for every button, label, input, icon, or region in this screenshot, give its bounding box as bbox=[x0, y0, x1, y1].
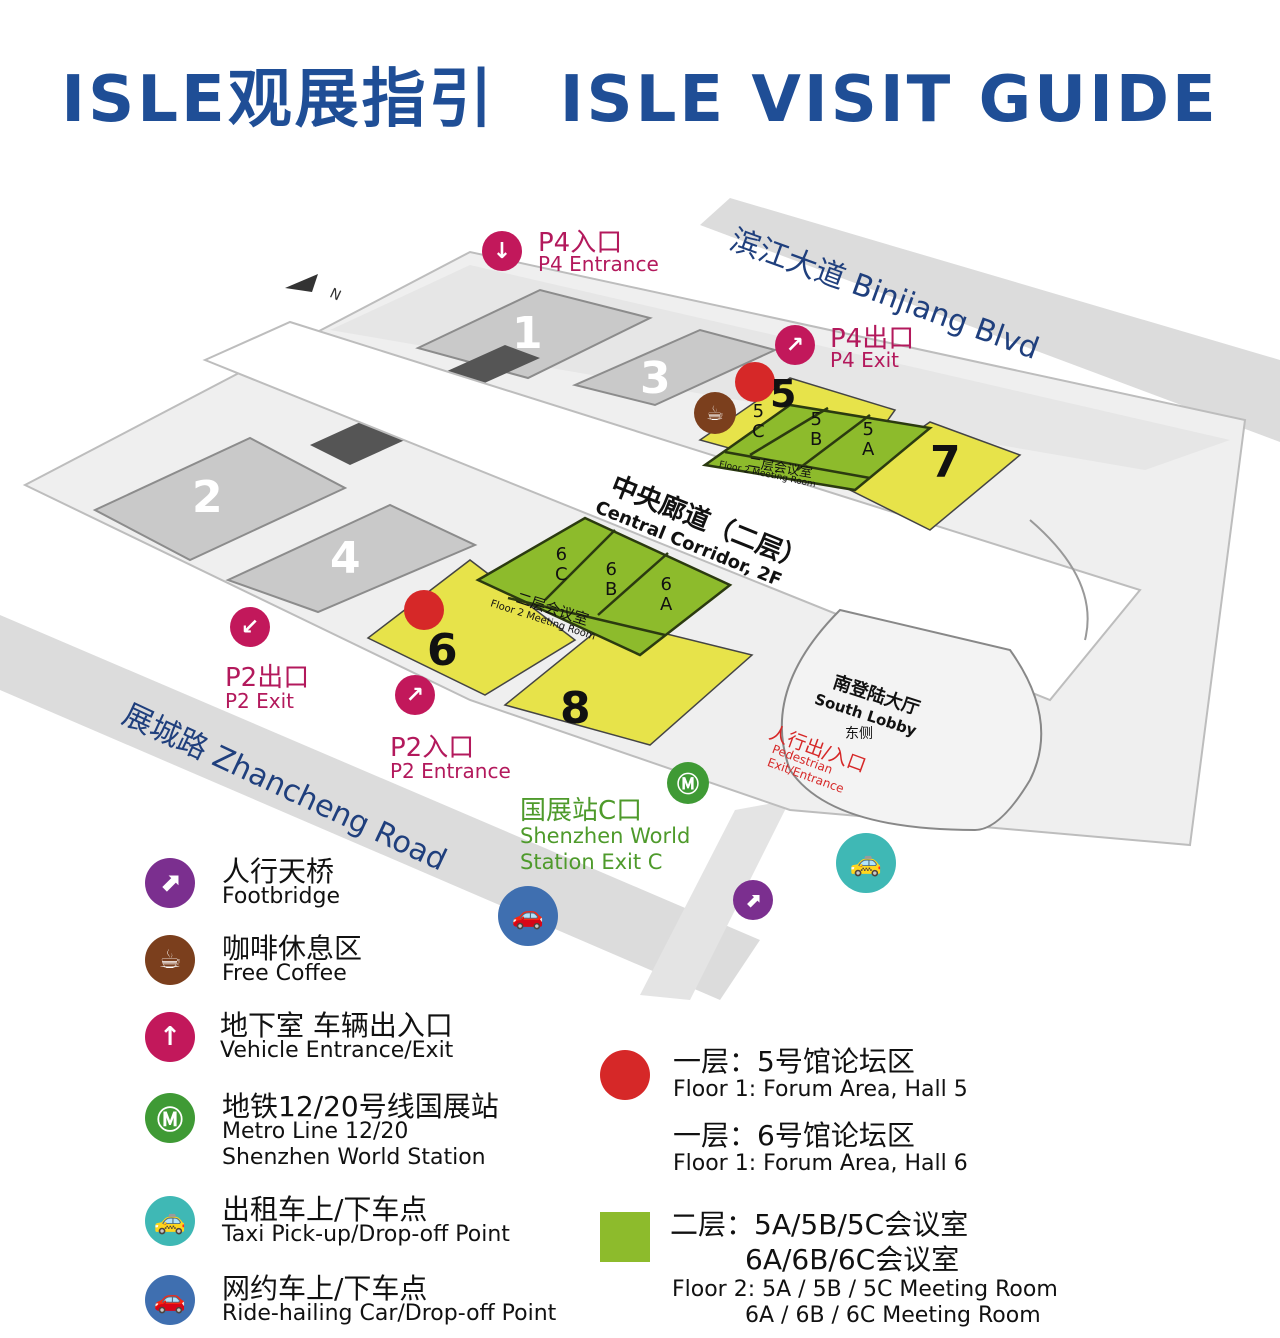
metro-exit-label-zh: 国展站C口 bbox=[520, 796, 643, 826]
legend-meeting-en1: Floor 2: 5A / 5B / 5C Meeting Room bbox=[672, 1277, 1058, 1302]
hall-4-block bbox=[225, 503, 478, 614]
legend-forum5-zh: 一层：5号馆论坛区 bbox=[673, 1045, 915, 1078]
p4-exit-label-zh: P4出口 bbox=[830, 324, 915, 354]
footbridge-icon: ⬈ bbox=[145, 858, 195, 908]
room-5a-label: 5 A bbox=[862, 419, 875, 460]
taxi-map-icon: 🚕 bbox=[836, 833, 896, 893]
legend-forum6-en: Floor 1: Forum Area, Hall 6 bbox=[673, 1151, 968, 1176]
metro-exit-label-en2: Station Exit C bbox=[520, 850, 663, 874]
lobby-side-label: 东侧 bbox=[845, 726, 873, 742]
hall-8-label: 8 bbox=[560, 683, 591, 734]
compass-icon bbox=[285, 274, 318, 292]
p2-exit-label-zh: P2出口 bbox=[225, 663, 310, 693]
meeting-room-swatch bbox=[600, 1212, 650, 1262]
meeting-6-divider-3 bbox=[507, 596, 666, 637]
p2-entrance-label-en: P2 Entrance bbox=[390, 759, 511, 783]
coffee-icon: ☕ bbox=[145, 935, 195, 985]
p4-exit-label-en: P4 Exit bbox=[830, 348, 900, 372]
ride-map-icon: 🚗 bbox=[498, 886, 558, 946]
p4-entrance-arrow-icon: ↓ bbox=[482, 231, 522, 271]
hall-8-block bbox=[503, 619, 754, 746]
central-corridor bbox=[202, 320, 1142, 702]
legend-metro-en1: Metro Line 12/20 bbox=[222, 1119, 409, 1144]
hall-1-label: 1 bbox=[512, 308, 543, 359]
lobby-arc bbox=[1029, 519, 1089, 641]
south-lobby-shape bbox=[780, 608, 1043, 832]
meeting-room-6-area bbox=[475, 516, 733, 657]
vehicle-arrow-icon: ↑ bbox=[145, 1012, 195, 1062]
stair-block-a bbox=[445, 345, 540, 385]
p2-exit-label-en: P2 Exit bbox=[225, 689, 295, 713]
taxi-icon: 🚕 bbox=[145, 1196, 195, 1246]
hall-6-label: 6 bbox=[427, 625, 458, 676]
metro-map-icon: Ⓜ bbox=[667, 762, 709, 804]
legend-metro-en2: Shenzhen World Station bbox=[222, 1145, 486, 1170]
title-zh: ISLE观展指引 bbox=[61, 63, 496, 137]
zhancheng-road bbox=[0, 615, 760, 1000]
meeting-room-5-area bbox=[701, 403, 933, 492]
legend-footbridge-en: Footbridge bbox=[222, 884, 341, 909]
hall-2-block bbox=[92, 436, 348, 562]
p2-entrance-arrow-icon: ↗ bbox=[395, 675, 435, 715]
hall-5-label: 5 bbox=[770, 372, 797, 416]
p4-exit-arrow-icon: ↗ bbox=[775, 325, 815, 365]
legend-forum5-en: Floor 1: Forum Area, Hall 5 bbox=[673, 1077, 968, 1102]
room-6a-label: 6 A bbox=[660, 574, 673, 615]
legend-taxi-zh: 出租车上/下车点 bbox=[222, 1193, 428, 1226]
legend-forum6-zh: 一层：6号馆论坛区 bbox=[673, 1119, 915, 1152]
legend-taxi-en: Taxi Pick-up/Drop-off Point bbox=[222, 1222, 510, 1247]
p4-entrance-label-en: P4 Entrance bbox=[538, 252, 659, 276]
legend-footbridge-zh: 人行天桥 bbox=[222, 855, 335, 888]
room-6c-label: 6 C bbox=[555, 544, 568, 585]
footbridge-map-icon: ⬈ bbox=[733, 880, 773, 920]
hall-2-label: 2 bbox=[192, 472, 223, 523]
meeting-5-divider-2 bbox=[796, 414, 871, 471]
forum-dot-icon bbox=[600, 1050, 650, 1100]
legend-ride-zh: 网约车上/下车点 bbox=[222, 1272, 428, 1305]
room-6b-label: 6 B bbox=[605, 559, 618, 600]
hall-7-label: 7 bbox=[930, 437, 961, 488]
forum-dot-hall-6 bbox=[404, 590, 444, 630]
hall-6-block bbox=[366, 559, 577, 696]
forum-dot-hall-5 bbox=[735, 362, 775, 402]
metro-icon: Ⓜ bbox=[145, 1093, 195, 1143]
legend-vehicle-en: Vehicle Entrance/Exit bbox=[220, 1038, 454, 1063]
title-en: ISLE VISIT GUIDE bbox=[559, 63, 1219, 137]
legend-vehicle-zh: 地下室 车辆出入口 bbox=[220, 1009, 453, 1042]
legend-meeting-en2: 6A / 6B / 6C Meeting Room bbox=[745, 1303, 1041, 1328]
page-title: ISLE观展指引 ISLE VISIT GUIDE bbox=[0, 48, 1280, 140]
p2-exit-arrow-icon: ↙ bbox=[230, 607, 270, 647]
meeting-6-divider-1 bbox=[544, 529, 616, 601]
ride-hailing-icon: 🚗 bbox=[145, 1275, 195, 1325]
hall-4-label: 4 bbox=[330, 533, 361, 584]
meeting-6-divider-2 bbox=[597, 552, 669, 616]
legend-meeting-zh2: 6A/6B/6C会议室 bbox=[745, 1243, 960, 1276]
meeting-5-divider-3 bbox=[724, 450, 871, 480]
legend-coffee-zh: 咖啡休息区 bbox=[222, 932, 363, 965]
p2-entrance-label-zh: P2入口 bbox=[390, 733, 475, 763]
p4-entrance-label-zh: P4入口 bbox=[538, 228, 623, 258]
legend-coffee-en: Free Coffee bbox=[222, 961, 347, 986]
room-5c-label: 5 C bbox=[752, 401, 765, 442]
metro-walkway bbox=[640, 800, 790, 1000]
legend-metro-zh: 地铁12/20号线国展站 bbox=[222, 1090, 499, 1123]
coffee-map-icon: ☕ bbox=[694, 392, 736, 434]
metro-exit-label-en1: Shenzhen World bbox=[520, 824, 691, 848]
binjiang-road bbox=[700, 198, 1280, 442]
meeting-5-divider-1 bbox=[749, 406, 829, 457]
hall-3-label: 3 bbox=[640, 353, 671, 404]
legend-meeting-zh1: 二层：5A/5B/5C会议室 bbox=[670, 1208, 969, 1241]
legend-ride-en: Ride-hailing Car/Drop-off Point bbox=[222, 1301, 557, 1326]
room-5b-label: 5 B bbox=[810, 409, 823, 450]
